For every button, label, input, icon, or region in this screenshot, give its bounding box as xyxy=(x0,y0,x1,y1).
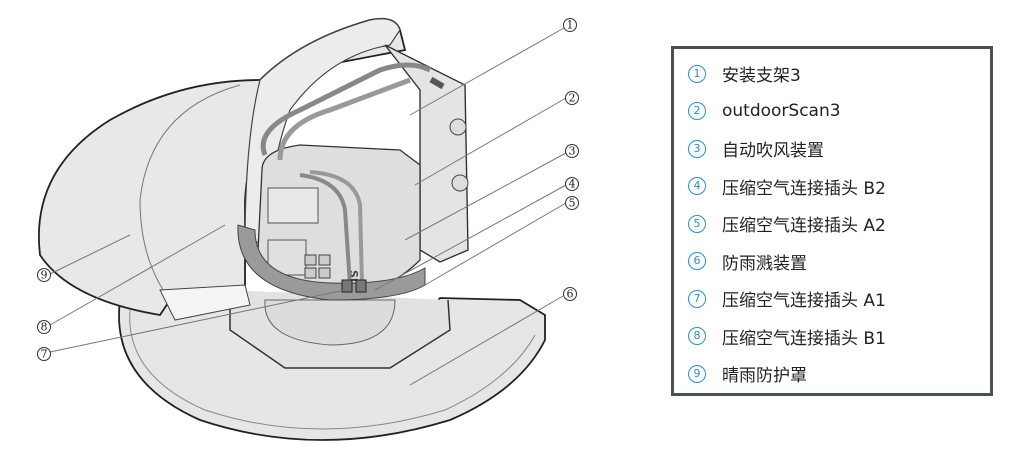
svg-text:1: 1 xyxy=(567,19,574,32)
callout-6: 6 xyxy=(563,287,577,301)
leader-line-8 xyxy=(49,224,226,326)
legend-item: 1 安装支架3 xyxy=(674,55,990,93)
leader-line-3 xyxy=(404,152,567,241)
legend-number-4: 4 xyxy=(688,177,706,196)
callout-4: 4 xyxy=(565,177,579,191)
air-hose-d xyxy=(309,170,364,286)
callout-2: 2 xyxy=(565,91,579,105)
bracket-bolt-bottom xyxy=(451,174,469,192)
legend-item: 6 防雨溅装置 xyxy=(674,243,990,281)
leader-line-2 xyxy=(414,97,567,186)
legend-text-connector-a1: 压缩空气连接插头 A1 xyxy=(722,291,886,312)
legend-number-1: 1 xyxy=(688,64,706,83)
callout-7: 7 xyxy=(37,347,51,361)
hood-brim xyxy=(159,284,251,321)
svg-text:7: 7 xyxy=(41,348,48,361)
legend-text-connector-b1: 压缩空气连接插头 B1 xyxy=(722,328,886,349)
legend-number-6: 6 xyxy=(688,252,706,271)
compressed-air-connector-b2 xyxy=(355,279,367,293)
leader-line-5 xyxy=(424,202,567,286)
device-illustration: SICK 1 2 3 4 5 6 7 8 9 xyxy=(37,17,579,441)
callout-1: 1 xyxy=(563,18,577,32)
legend-text-mounting-bracket: 安装支架3 xyxy=(722,66,801,87)
bracket-slot xyxy=(429,76,445,90)
compressed-air-connector-a2 xyxy=(341,279,353,293)
weather-hood-inner-curve xyxy=(139,84,241,301)
leader-lines xyxy=(49,27,567,386)
callouts: 1 2 3 4 5 6 7 8 9 xyxy=(37,18,579,361)
legend-item: 3 自动吹风装置 xyxy=(674,130,990,168)
scanner-window xyxy=(267,187,319,224)
parts-legend: 1 安装支架3 2 outdoorScan3 3 自动吹风装置 4 压缩空气连接… xyxy=(671,46,993,396)
legend-number-8: 8 xyxy=(688,327,706,346)
air-hose-b xyxy=(277,77,411,161)
legend-number-7: 7 xyxy=(688,289,706,308)
legend-number-3: 3 xyxy=(688,139,706,158)
callout-9: 9 xyxy=(37,268,51,282)
mounting-bracket xyxy=(384,44,469,263)
legend-item: 4 压缩空气连接插头 B2 xyxy=(674,168,990,206)
svg-text:2: 2 xyxy=(569,92,576,105)
legend-text-auto-air-blower: 自动吹风装置 xyxy=(722,141,824,162)
legend-item: 9 晴雨防护罩 xyxy=(674,355,990,393)
legend-number-5: 5 xyxy=(688,214,706,233)
legend-item: 7 压缩空气连接插头 A1 xyxy=(674,280,990,318)
legend-item: 8 压缩空气连接插头 B1 xyxy=(674,318,990,356)
svg-text:4: 4 xyxy=(569,178,576,191)
legend-text-outdoorscan3: outdoorScan3 xyxy=(722,101,841,122)
splash-guard-inner-rim xyxy=(129,309,536,430)
svg-text:3: 3 xyxy=(569,145,576,158)
air-hose-c xyxy=(299,173,352,286)
leader-line-9 xyxy=(49,234,131,275)
legend-text-weather-hood: 晴雨防护罩 xyxy=(722,366,807,387)
bracket-bolt-top xyxy=(449,118,467,136)
weather-hood-arm xyxy=(244,18,401,246)
svg-text:5: 5 xyxy=(569,197,576,210)
callout-8: 8 xyxy=(37,320,51,334)
callout-5: 5 xyxy=(565,196,579,210)
scanner-base xyxy=(264,299,396,346)
legend-item: 5 压缩空气连接插头 A2 xyxy=(674,205,990,243)
svg-text:9: 9 xyxy=(41,269,48,282)
air-hose-a xyxy=(260,62,432,156)
legend-text-connector-a2: 压缩空气连接插头 A2 xyxy=(722,216,886,237)
scanner-keypad xyxy=(304,254,331,279)
legend-text-connector-b2: 压缩空气连接插头 B2 xyxy=(722,178,886,199)
svg-text:8: 8 xyxy=(41,321,48,334)
leader-line-6 xyxy=(409,295,564,386)
legend-number-9: 9 xyxy=(688,364,706,383)
leader-line-1 xyxy=(409,27,565,116)
leader-line-7 xyxy=(49,289,346,353)
leader-line-4 xyxy=(374,184,567,291)
callout-3: 3 xyxy=(565,144,579,158)
svg-text:6: 6 xyxy=(567,288,574,301)
legend-item: 2 outdoorScan3 xyxy=(674,93,990,131)
legend-number-2: 2 xyxy=(688,102,706,121)
legend-text-splash-guard: 防雨溅装置 xyxy=(722,253,807,274)
